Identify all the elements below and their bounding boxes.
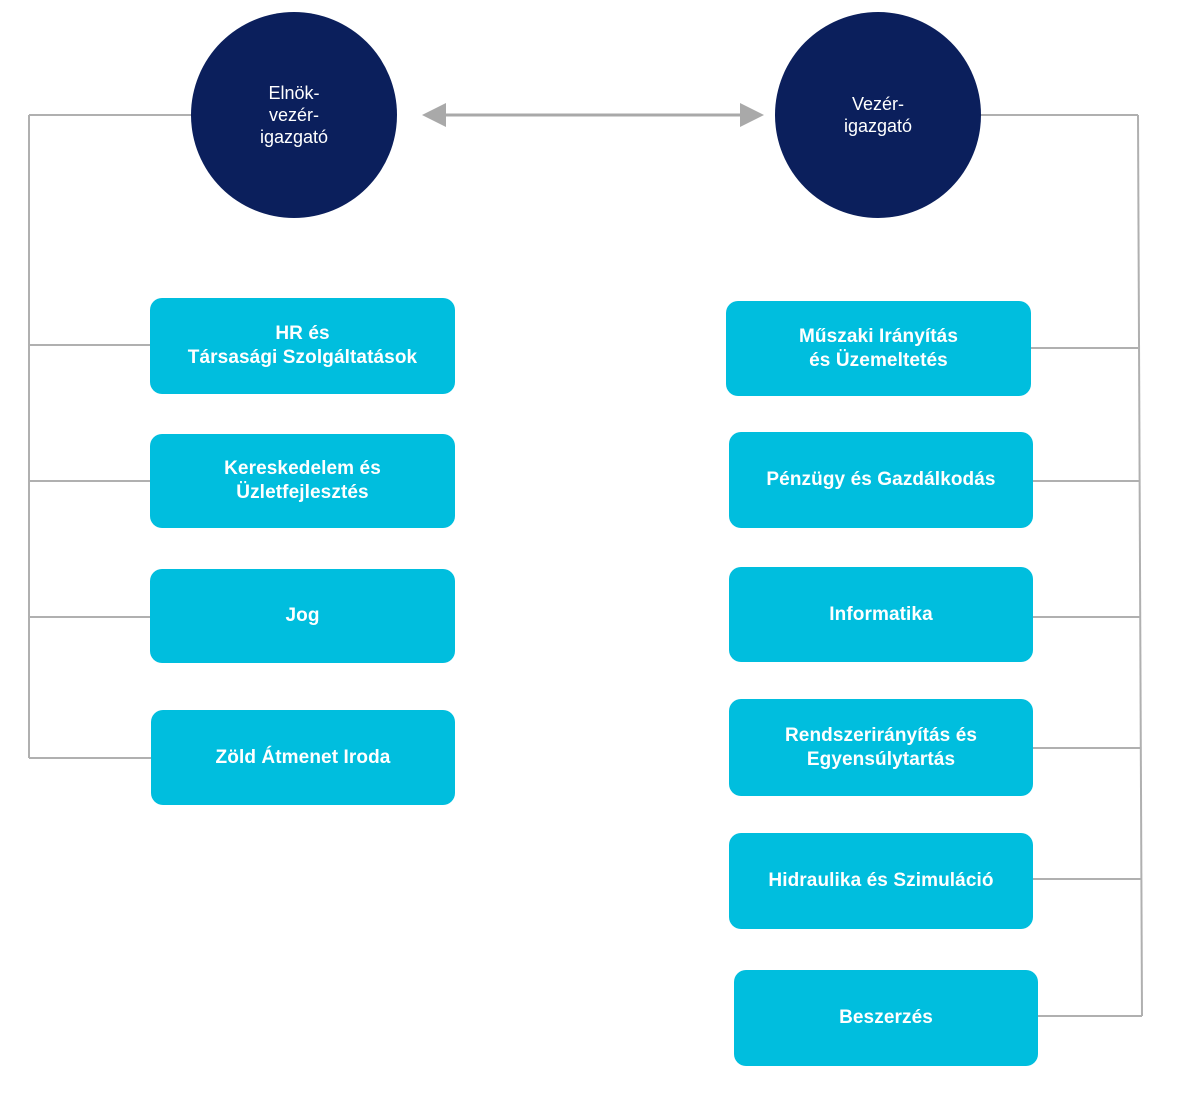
dept-label-legal: Jog <box>285 605 320 626</box>
dept-box-commerce: Kereskedelem és Üzletfejlesztés <box>150 434 455 528</box>
dept-label-commerce: Kereskedelem és Üzletfejlesztés <box>224 458 381 503</box>
dept-box-hydraulics: Hidraulika és Szimuláció <box>729 833 1033 929</box>
dept-label-technical-operations: Műszaki Irányítás és Üzemeltetés <box>798 325 959 371</box>
dept-box-hr: HR és Társasági Szolgáltatások <box>150 298 455 394</box>
dept-box-legal: Jog <box>150 569 455 663</box>
dept-label-system-control: Rendszerirányítás és Egyensúlytartás <box>784 724 978 770</box>
dept-label-green-transition: Zöld Átmenet Iroda <box>215 746 391 768</box>
arrow-right-head-icon <box>740 103 764 127</box>
double-arrow <box>422 103 764 127</box>
dept-box-procurement: Beszerzés <box>734 970 1038 1066</box>
dept-box-technical-operations: Műszaki Irányítás és Üzemeltetés <box>726 301 1031 396</box>
dept-box-system-control: Rendszerirányítás és Egyensúlytartás <box>729 699 1033 796</box>
left-connector-group <box>28 114 192 759</box>
leader-label-chairman-ceo: Elnök- vezér- igazgató <box>259 83 329 147</box>
leader-circle-chairman-ceo: Elnök- vezér- igazgató <box>191 12 397 218</box>
dept-box-finance: Pénzügy és Gazdálkodás <box>729 432 1033 528</box>
right-spine-line <box>1137 114 1143 1017</box>
dept-label-finance: Pénzügy és Gazdálkodás <box>766 469 996 490</box>
dept-label-hydraulics: Hidraulika és Szimuláció <box>768 870 994 891</box>
right-connector-group <box>978 114 1143 1017</box>
dept-label-procurement: Beszerzés <box>839 1007 933 1028</box>
leader-label-ceo: Vezér- igazgató <box>843 94 913 136</box>
arrow-left-head-icon <box>422 103 446 127</box>
dept-box-green-transition: Zöld Átmenet Iroda <box>151 710 455 805</box>
dept-label-it: Informatika <box>829 603 933 625</box>
dept-box-it: Informatika <box>729 567 1033 662</box>
dept-label-hr: HR és Társasági Szolgáltatások <box>187 323 418 368</box>
leader-circle-ceo: Vezér- igazgató <box>775 12 981 218</box>
